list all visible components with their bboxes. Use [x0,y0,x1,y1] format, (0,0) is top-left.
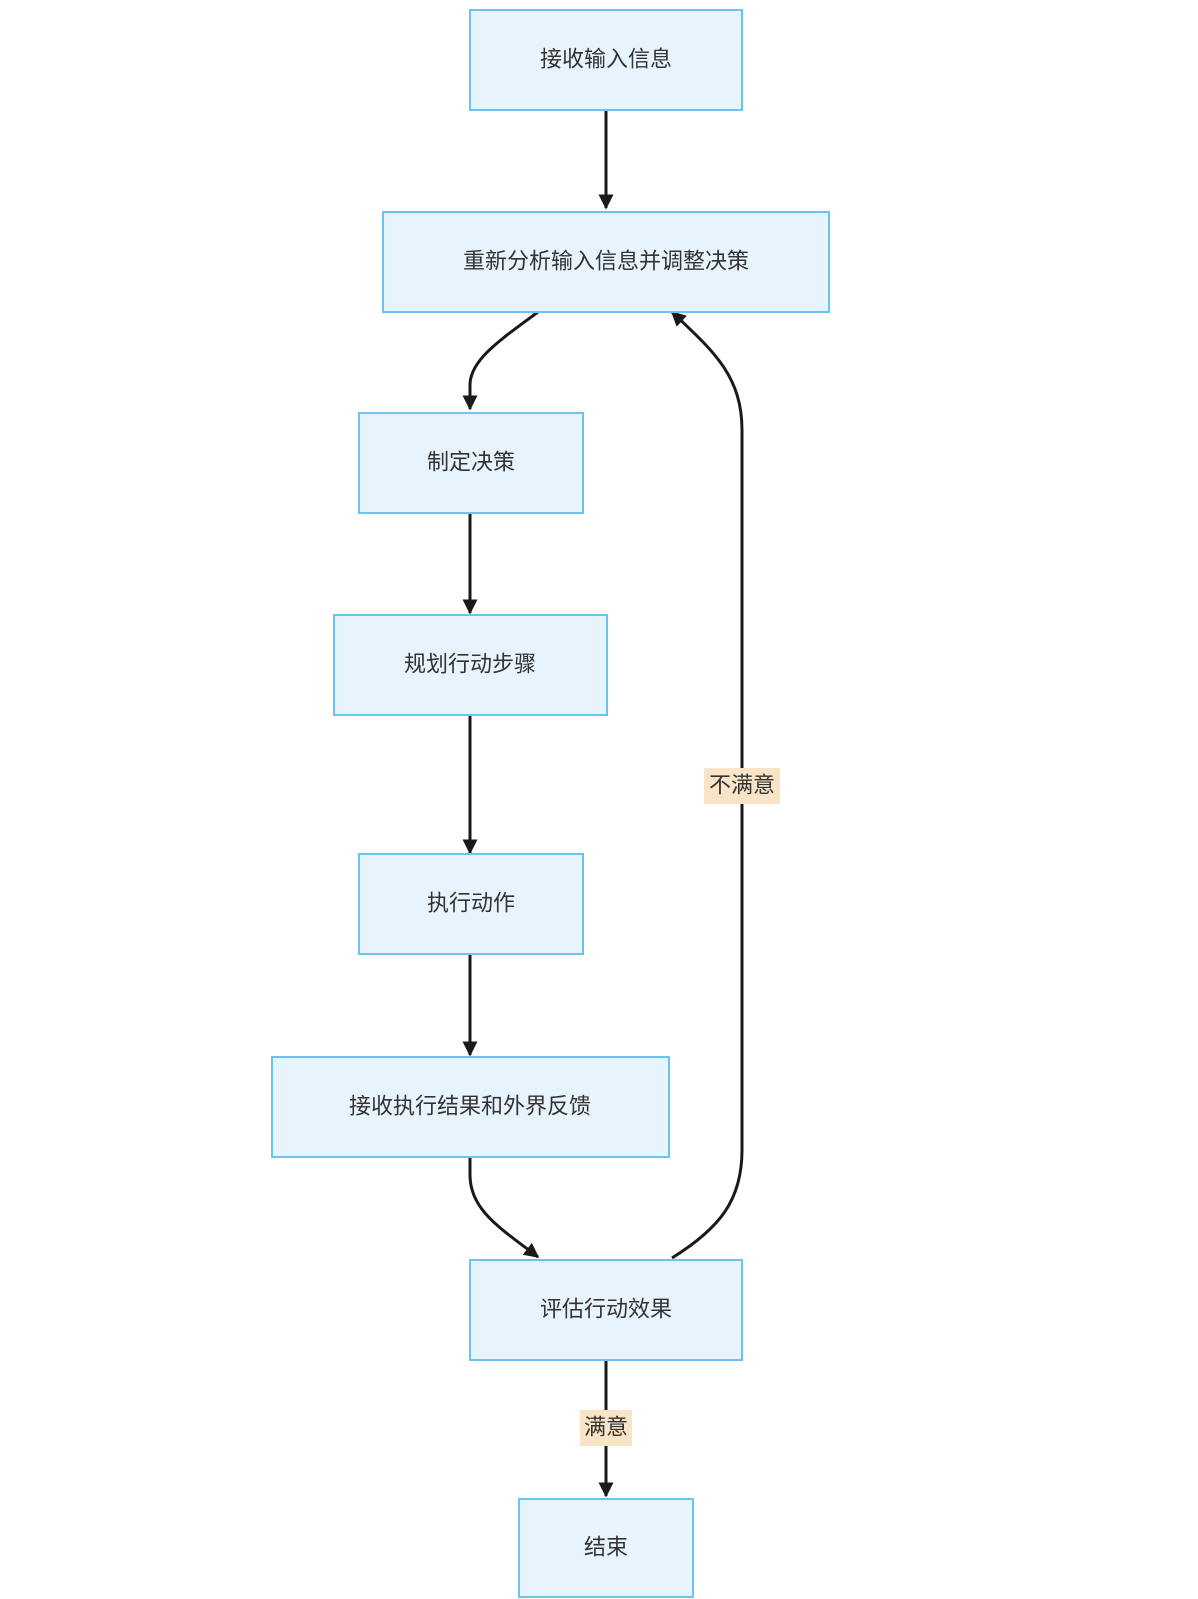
edge-label-satisfied-text: 满意 [584,1416,628,1441]
node-execute: 执行动作 [358,853,584,955]
node-make-decision-label: 制定决策 [427,451,515,476]
edge-feedback-to-evaluate [468,1157,540,1259]
node-evaluate: 评估行动效果 [469,1259,743,1361]
node-evaluate-label: 评估行动效果 [540,1298,672,1323]
edge-reanalyze-to-decision [462,310,539,411]
node-make-decision: 制定决策 [358,412,584,514]
node-receive-feedback: 接收执行结果和外界反馈 [271,1056,670,1158]
node-reanalyze-label: 重新分析输入信息并调整决策 [463,250,749,275]
node-reanalyze: 重新分析输入信息并调整决策 [382,211,830,313]
edge-label-satisfied: 满意 [580,1410,632,1446]
node-end-label: 结束 [584,1536,628,1561]
node-receive-input: 接收输入信息 [469,9,743,111]
edge-label-unsatisfied: 不满意 [704,768,780,804]
node-receive-feedback-label: 接收执行结果和外界反馈 [349,1095,591,1120]
node-plan-steps: 规划行动步骤 [333,614,608,716]
node-plan-steps-label: 规划行动步骤 [404,653,536,678]
edge-evaluate-to-reanalyze [670,310,744,1260]
node-end: 结束 [518,1498,694,1598]
node-receive-input-label: 接收输入信息 [540,48,672,73]
edge-label-unsatisfied-text: 不满意 [709,774,775,799]
node-execute-label: 执行动作 [427,892,515,917]
